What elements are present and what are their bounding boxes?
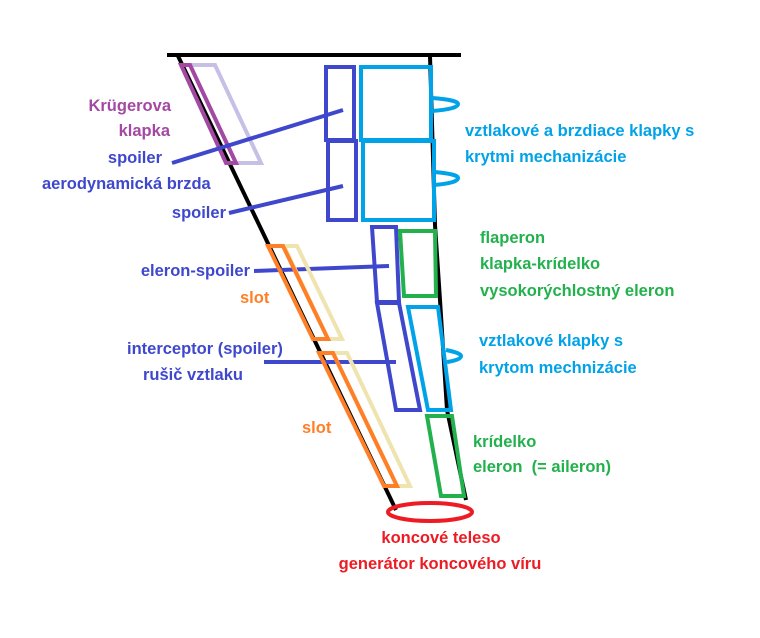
label-wingtip-1: koncové teleso bbox=[381, 529, 500, 547]
aileron bbox=[424, 414, 467, 498]
label-spoiler-2: spoiler bbox=[172, 204, 227, 222]
label-flaps-2: krytmi mechanizácie bbox=[465, 148, 626, 166]
flap-inboard-1 bbox=[359, 65, 433, 142]
label-outer-flaps-1: vztlakové klapky s bbox=[479, 332, 623, 350]
label-flaps-1: vztlakové a brzdiace klapky s bbox=[465, 122, 694, 140]
flap-outboard bbox=[405, 305, 454, 412]
label-interceptor-2: rušič vztlaku bbox=[143, 366, 243, 384]
label-interceptor-1: interceptor (spoiler) bbox=[127, 340, 283, 358]
label-flaperon-3: vysokorýchlostný eleron bbox=[480, 282, 674, 300]
flap-track-fairing-1 bbox=[431, 96, 461, 113]
label-flaperon-2: klapka-krídelko bbox=[480, 255, 600, 273]
flap-track-fairing-2 bbox=[433, 170, 461, 187]
flap-inboard-2 bbox=[361, 139, 436, 222]
label-outer-flaps-2: krytom mechnizácie bbox=[479, 359, 637, 377]
leader-spoiler-1 bbox=[171, 108, 344, 165]
slot-inboard bbox=[264, 244, 332, 341]
flap-track-fairing-3 bbox=[445, 348, 464, 364]
label-aileron-2: eleron (= aileron) bbox=[473, 458, 611, 476]
slot-outboard bbox=[315, 351, 401, 488]
label-slot-1: slot bbox=[240, 289, 270, 307]
label-kruger-2: klapka bbox=[119, 122, 171, 140]
label-wingtip-2: generátor koncového víru bbox=[339, 555, 542, 573]
interceptor-spoiler bbox=[374, 301, 423, 412]
label-aileron-spoiler: eleron-spoiler bbox=[141, 262, 251, 280]
wingtip-body bbox=[386, 501, 474, 523]
leader-aileron-spoiler bbox=[253, 264, 390, 273]
label-spoiler-brake-2: aerodynamická brzda bbox=[42, 175, 212, 193]
kruger-flap bbox=[177, 63, 240, 165]
label-aileron-1: krídelko bbox=[473, 433, 536, 451]
flaperon bbox=[397, 229, 439, 298]
spoiler-inboard-2 bbox=[326, 139, 358, 222]
label-flaperon-1: flaperon bbox=[480, 229, 545, 247]
label-spoiler-brake-1: spoiler bbox=[108, 149, 163, 167]
label-kruger-1: Krügerova bbox=[88, 97, 171, 115]
spoiler-inboard-1 bbox=[324, 65, 356, 142]
label-slot-2: slot bbox=[302, 419, 332, 437]
leader-spoiler-2 bbox=[228, 184, 344, 215]
